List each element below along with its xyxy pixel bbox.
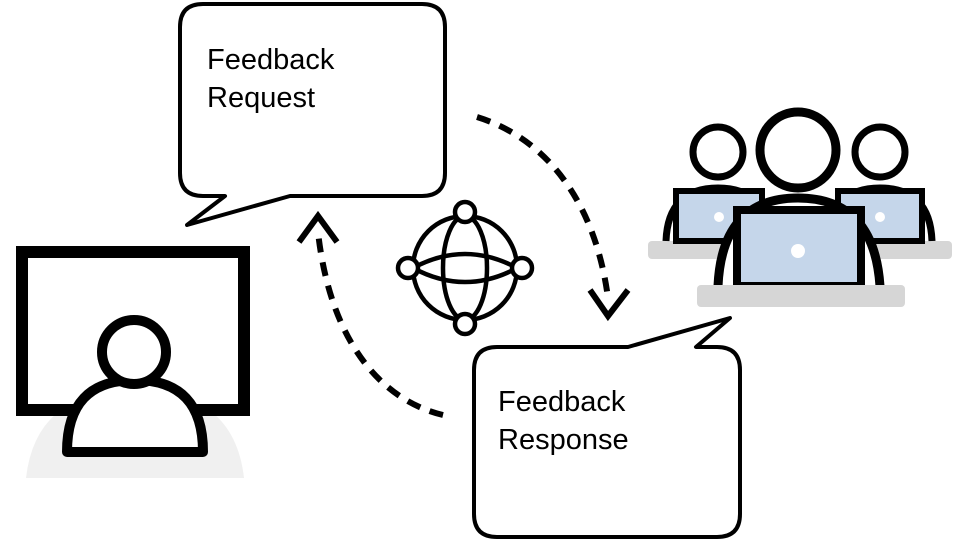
team-laptops-icon (648, 107, 952, 307)
response-label-line1: Feedback (498, 386, 626, 418)
response-bubble (472, 316, 742, 539)
dashed-arrow-up-icon (296, 210, 444, 418)
request-label-line1: Feedback (207, 44, 335, 76)
monitor-user-icon (16, 246, 250, 478)
dashed-arrow-down-icon (476, 114, 631, 322)
request-bubble (178, 2, 447, 227)
globe-network-icon (395, 199, 535, 337)
request-label-line2: Request (207, 82, 316, 114)
response-bubble-text: Feedback Response (498, 383, 629, 459)
response-label-line2: Response (498, 424, 629, 456)
request-bubble-text: Feedback Request (207, 41, 334, 117)
